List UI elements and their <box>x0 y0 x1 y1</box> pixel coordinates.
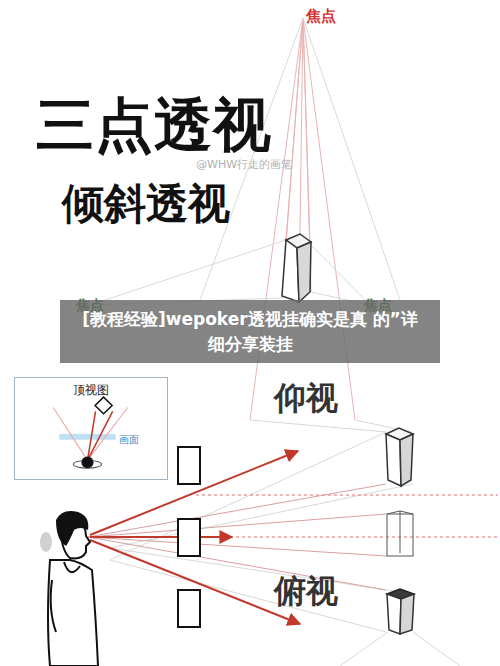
view-label: 仰视 <box>274 380 338 417</box>
overlay-banner: [教程经验]wepoker透视挂确实是真 的”详细分享装挂 <box>60 300 440 363</box>
focal-point-label: 焦点 <box>306 8 336 25</box>
top-view-inset: 顶视图画面 <box>14 377 168 480</box>
main-title: 三点透视 <box>36 92 272 159</box>
watermark: @WHW行走的画笔 <box>196 159 292 172</box>
picture-plane-label: 画面 <box>119 433 139 447</box>
subtitle: 倾斜透视 <box>62 180 230 228</box>
inset-heading: 顶视图 <box>15 382 167 399</box>
view-label: 俯视 <box>274 573 338 610</box>
